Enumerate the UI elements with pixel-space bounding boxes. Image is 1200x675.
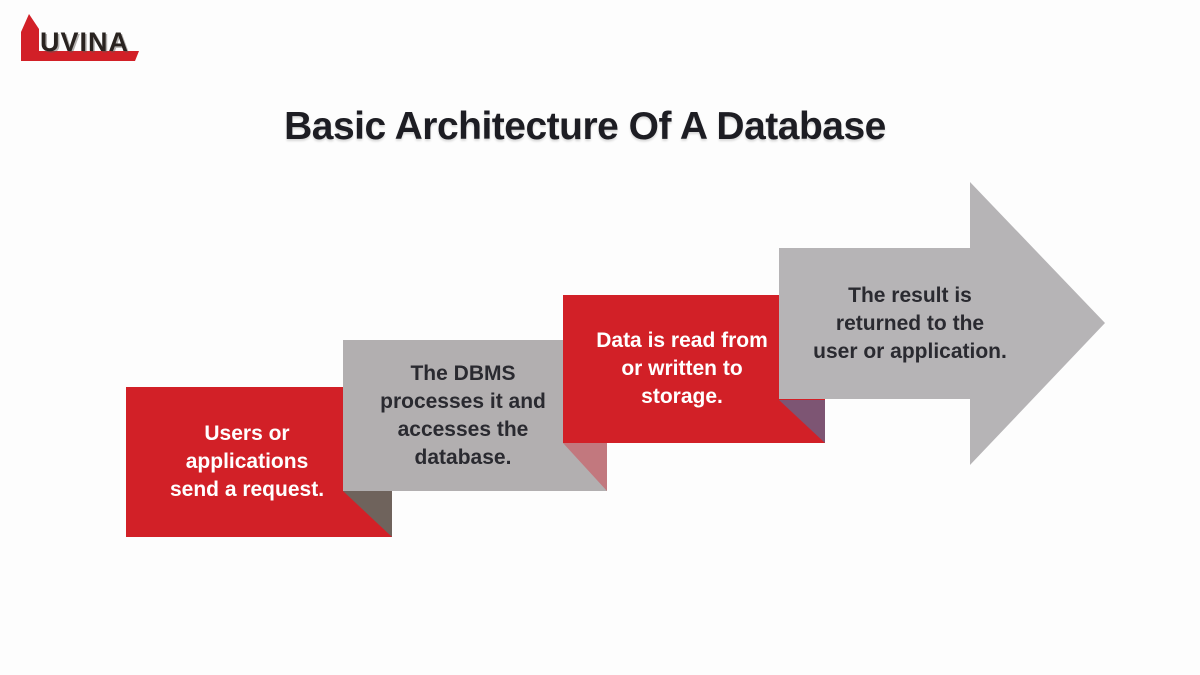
page-title: Basic Architecture Of A Database [284,105,886,148]
text-line: returned to the [835,312,985,335]
text-line: storage. [641,385,723,408]
text-line: The DBMS [410,361,516,385]
luvina-logo: UVINA [14,10,144,64]
text-line: Users or [204,422,290,445]
step-result-arrow: The result is returned to the user or ap… [779,182,1105,465]
step-text: The result is returned to the user or ap… [779,248,1045,400]
step-text: The DBMS processes it and accesses the d… [380,360,546,472]
arrow-text-block: The result is returned to the user or ap… [813,282,1007,366]
text-line: database. [414,445,512,469]
text-line: user or application. [813,340,1007,363]
text-line: processes it and [380,389,546,413]
logo-mark-icon [21,14,139,61]
text-line: accesses the [397,417,529,441]
step-text: Data is read from or written to storage. [596,327,768,411]
logo-text: UVINA [40,27,130,57]
text-line: The result is [848,284,972,307]
step-text: Users or applications send a request. [170,420,324,504]
text-line: applications [185,450,309,473]
text-line: or written to [621,357,743,380]
text-line: send a request. [169,478,325,501]
text-line: Data is read from [596,329,768,352]
